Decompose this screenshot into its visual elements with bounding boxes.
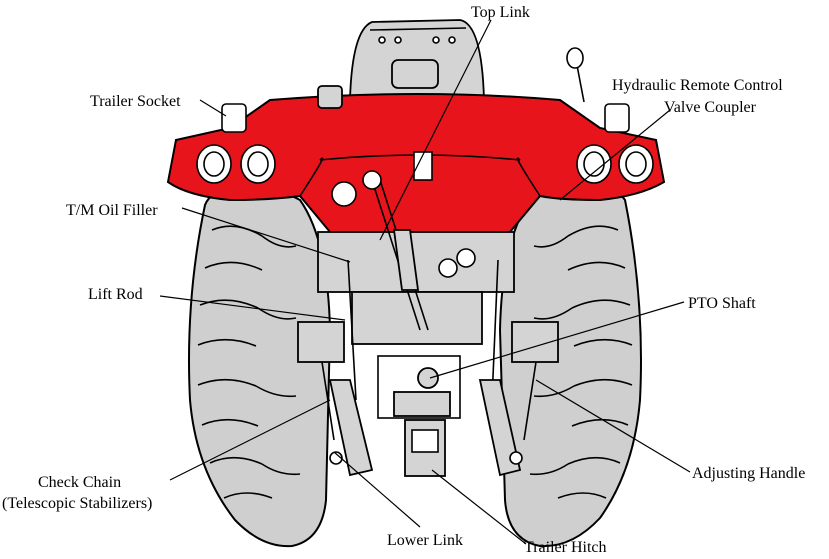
label-check-chain: Check Chain (38, 474, 121, 491)
label-trailer-hitch: Trailer Hitch (524, 539, 607, 556)
label-tm-oil-filler: T/M Oil Filler (66, 202, 158, 219)
label-lower-link: Lower Link (387, 532, 463, 549)
label-hydraulic-remote-control: Hydraulic Remote Control (612, 77, 783, 94)
label-telescopic-stabilizers: (Telescopic Stabilizers) (2, 495, 152, 512)
labels: Top Link Trailer Socket Hydraulic Remote… (2, 4, 805, 556)
label-valve-coupler: Valve Coupler (664, 99, 757, 116)
operator-seat (349, 19, 485, 101)
label-pto-shaft: PTO Shaft (688, 295, 756, 312)
label-lift-rod: Lift Rod (88, 286, 143, 303)
red-rear-housing (166, 47, 666, 240)
right-rear-tire (498, 183, 642, 548)
label-adjusting-handle: Adjusting Handle (692, 465, 805, 482)
label-trailer-socket: Trailer Socket (90, 93, 181, 110)
label-top-link: Top Link (471, 4, 530, 21)
three-point-linkage (297, 170, 559, 477)
leader-lines (159, 19, 691, 545)
left-rear-tire (188, 183, 332, 548)
